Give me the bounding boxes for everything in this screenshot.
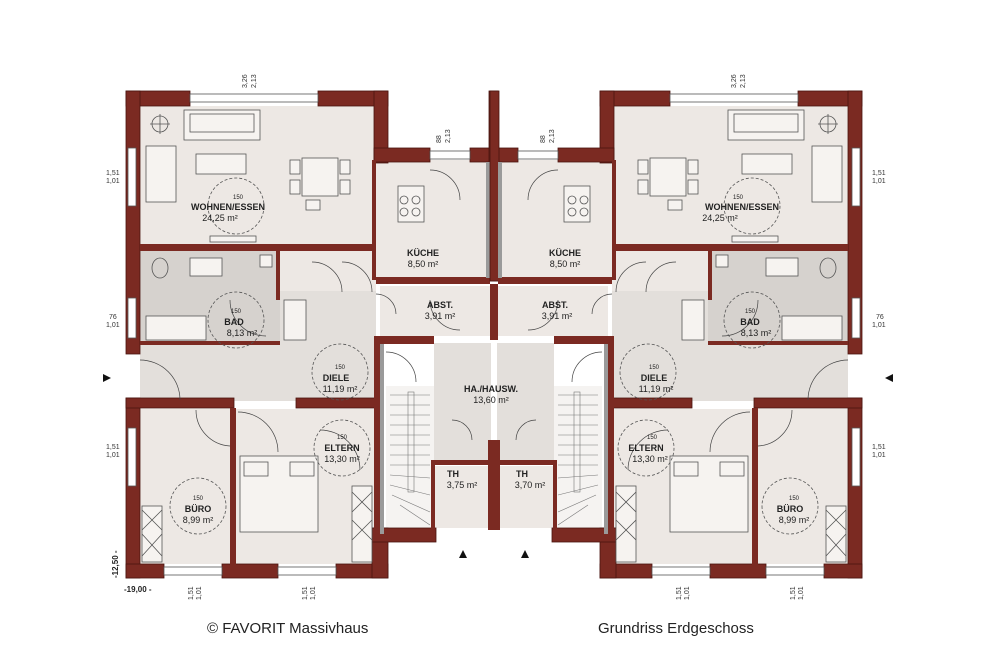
room-name: BAD [740, 317, 760, 327]
dim-label: 1,51 [106, 444, 120, 451]
dim-label: 1,51 [106, 170, 120, 177]
room-area: 8,50 m² [408, 259, 439, 269]
room-area: 3,70 m² [515, 480, 546, 490]
dim-label: 1,51 [790, 586, 797, 600]
dim-label: 1,01 [872, 322, 886, 329]
room-number: 150 [649, 365, 660, 371]
room-name: KÜCHE [549, 248, 581, 258]
dim-label: 2,13 [251, 74, 258, 88]
room-number: 150 [337, 435, 348, 441]
room-name: DIELE [323, 373, 350, 383]
dim-label: 88 [436, 135, 443, 143]
dim-label: 1,51 [188, 586, 195, 600]
dim-label: 1,01 [798, 586, 805, 600]
dim-label: 1,51 [872, 170, 886, 177]
room-area: 3,91 m² [425, 311, 456, 321]
dim-label: 2,13 [740, 74, 747, 88]
dim-label: 2,13 [549, 129, 556, 143]
room-area: 8,99 m² [779, 515, 810, 525]
room-area: 24,25 m² [702, 213, 738, 223]
room-name: BÜRO [185, 504, 212, 514]
dim-label: 1,51 [676, 586, 683, 600]
room-name: ABST. [427, 300, 453, 310]
dim-label: 1,01 [872, 178, 886, 185]
room-name: KÜCHE [407, 248, 439, 258]
room-area: 8,13 m² [741, 328, 772, 338]
dim-label: 3,26 [731, 74, 738, 88]
room-number: 150 [233, 195, 244, 201]
plan-title-caption: Grundriss Erdgeschoss [598, 620, 754, 637]
room-number: 150 [789, 496, 800, 502]
total-width-label: -19,00 - [124, 585, 152, 594]
room-number: 150 [193, 496, 204, 502]
dim-label: 1,51 [302, 586, 309, 600]
dimension-labels: 3,26 2,13 3,26 2,13 88 2,13 88 2,13 1,51… [106, 74, 886, 600]
room-area: 11,19 m² [323, 384, 358, 394]
room-name: TH [516, 469, 528, 479]
room-name: ABST. [542, 300, 568, 310]
room-number: 150 [647, 435, 658, 441]
room-area: 13,30 m² [632, 454, 668, 464]
room-area: 8,13 m² [227, 328, 258, 338]
dim-label: 76 [109, 314, 117, 321]
dim-label: 1,01 [106, 322, 120, 329]
dim-label: 1,01 [196, 586, 203, 600]
room-number: 150 [231, 309, 242, 315]
room-name: ELTERN [324, 443, 359, 453]
dim-label: 88 [540, 135, 547, 143]
rooms-left: 150 WOHNEN/ESSEN 24,25 m² KÜCHE 8,50 m² … [183, 195, 478, 525]
room-area: 24,25 m² [202, 213, 238, 223]
entry-arrow-right-icon [885, 374, 893, 382]
room-area: 8,99 m² [183, 515, 214, 525]
room-name: DIELE [641, 373, 668, 383]
room-name: ELTERN [628, 443, 663, 453]
dim-label: 2,13 [445, 129, 452, 143]
rooms-right: 150 WOHNEN/ESSEN 24,25 m² KÜCHE 8,50 m² … [515, 195, 810, 525]
dim-label: 3,26 [242, 74, 249, 88]
dim-label: 1,01 [106, 178, 120, 185]
room-number: 150 [335, 365, 346, 371]
room-number: 150 [733, 195, 744, 201]
room-name: BÜRO [777, 504, 804, 514]
room-area: 8,50 m² [550, 259, 581, 269]
hall-name: HA./HAUSW. [464, 384, 518, 394]
room-area: 13,30 m² [324, 454, 360, 464]
room-area: 3,91 m² [542, 311, 573, 321]
room-number: 150 [745, 309, 756, 315]
room-area: 11,19 m² [639, 384, 674, 394]
entry-arrow-icon [459, 550, 467, 558]
copyright-caption: © FAVORIT Massivhaus [207, 620, 369, 637]
entry-arrow-left-icon [103, 374, 111, 382]
hall-area: 13,60 m² [473, 395, 509, 405]
entry-arrow-icon [521, 550, 529, 558]
dim-label: 1,01 [684, 586, 691, 600]
dim-label: 1,01 [310, 586, 317, 600]
room-name: BAD [224, 317, 244, 327]
dim-label: 1,01 [106, 452, 120, 459]
dim-label: 1,01 [872, 452, 886, 459]
dim-label: 1,51 [872, 444, 886, 451]
room-name: TH [447, 469, 459, 479]
room-area: 3,75 m² [447, 480, 478, 490]
total-depth-label: -12,50 - [111, 550, 120, 578]
room-name: WOHNEN/ESSEN [705, 202, 779, 212]
dim-label: 76 [876, 314, 884, 321]
room-name: WOHNEN/ESSEN [191, 202, 265, 212]
